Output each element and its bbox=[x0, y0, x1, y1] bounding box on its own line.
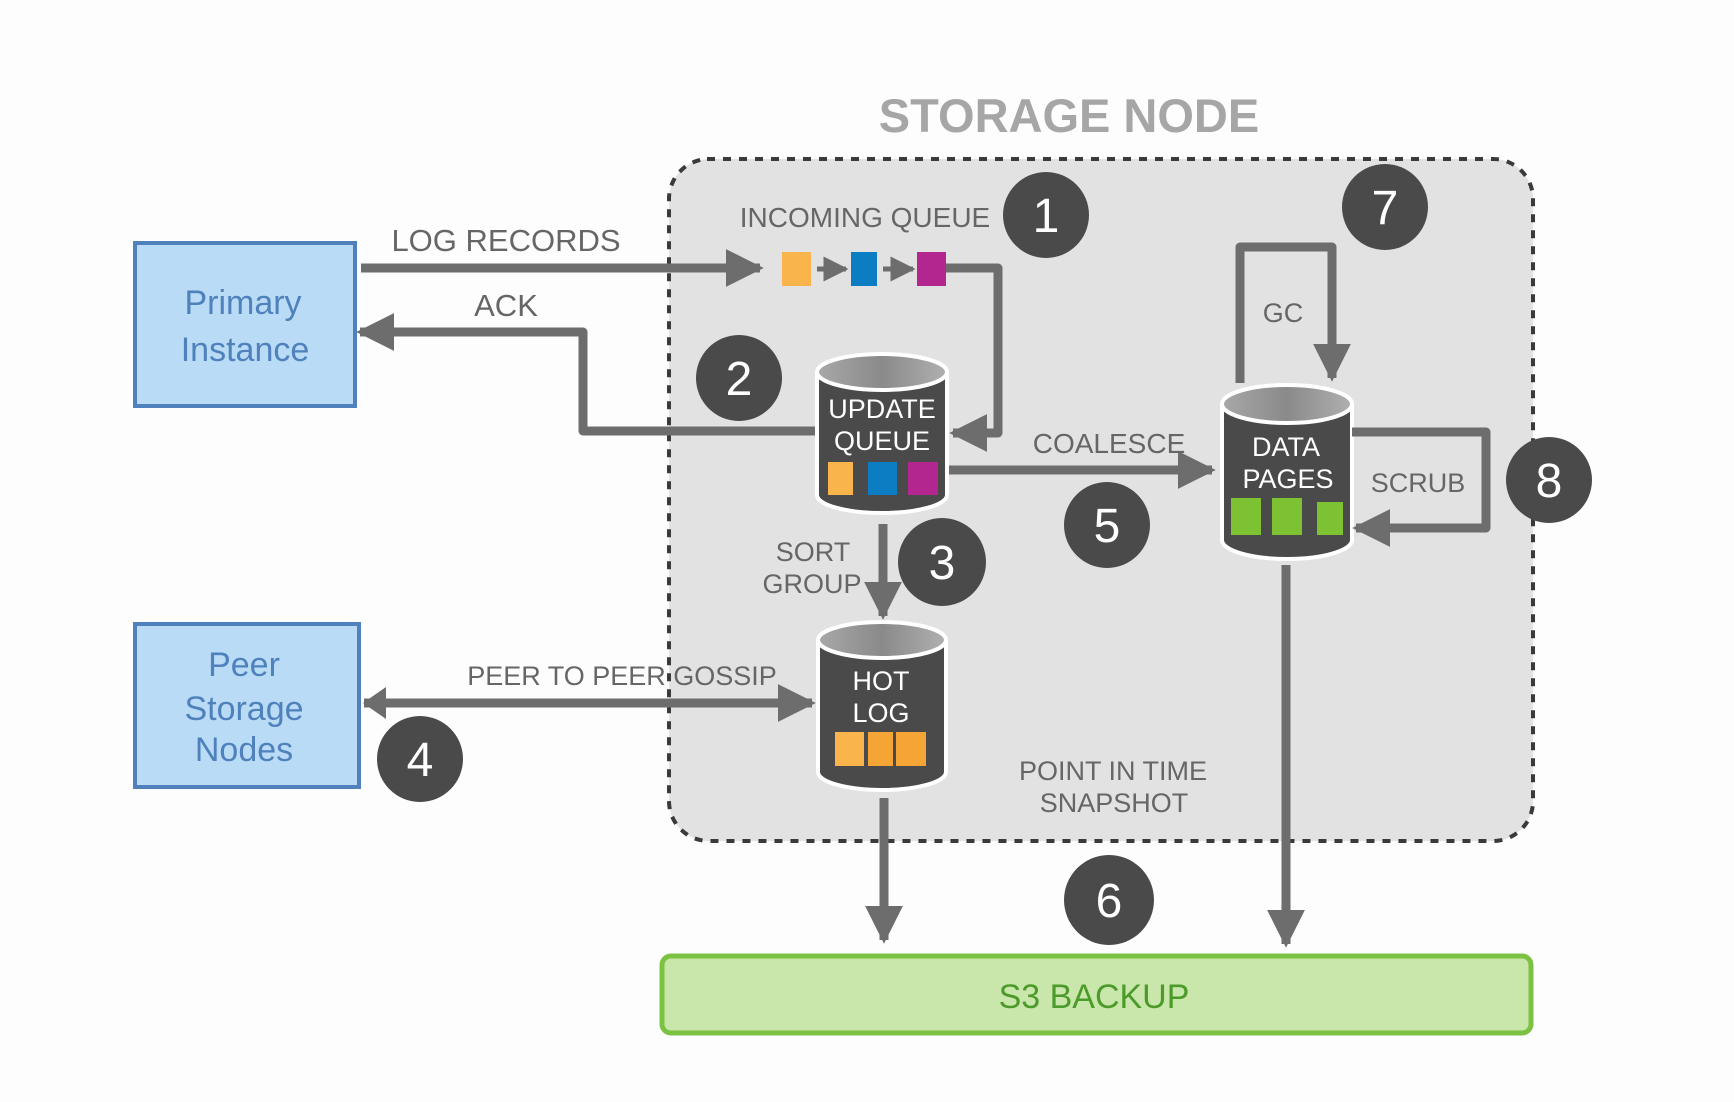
svg-text:2: 2 bbox=[726, 353, 753, 406]
snapshot-label-line1: POINT IN TIME bbox=[1019, 756, 1207, 786]
step-badge-1: 1 bbox=[1003, 172, 1089, 258]
scrub-loop-arrow bbox=[1352, 427, 1491, 547]
primary-instance-node[interactable]: Primary Instance bbox=[133, 241, 357, 408]
hot-log-label-line1: HOT bbox=[853, 666, 910, 696]
storage-node-title: STORAGE NODE bbox=[879, 89, 1259, 142]
step-badge-7: 7 bbox=[1342, 164, 1428, 250]
enqueue-arrow bbox=[946, 263, 1003, 452]
incoming-record-magenta bbox=[917, 252, 946, 286]
step-badge-5: 5 bbox=[1064, 482, 1150, 568]
group-label: GROUP bbox=[762, 569, 861, 599]
sort-label: SORT bbox=[776, 537, 851, 567]
svg-text:8: 8 bbox=[1536, 455, 1563, 508]
incoming-queue-label: INCOMING QUEUE bbox=[740, 202, 990, 233]
data-pages-label-line2: PAGES bbox=[1242, 464, 1333, 494]
svg-text:1: 1 bbox=[1033, 190, 1060, 243]
update-queue-label-line2: QUEUE bbox=[834, 426, 930, 456]
snapshot-label-line2: SNAPSHOT bbox=[1040, 788, 1189, 818]
svg-text:7: 7 bbox=[1372, 182, 1399, 235]
s3-backup-label: S3 BACKUP bbox=[999, 978, 1190, 1016]
hot-log-record bbox=[835, 732, 864, 766]
step-badge-6: 6 bbox=[1064, 855, 1154, 945]
peer-gossip-label: PEER TO PEER GOSSIP bbox=[467, 661, 777, 691]
gc-label: GC bbox=[1263, 298, 1304, 328]
gc-loop-arrow bbox=[1235, 242, 1351, 383]
update-record-blue bbox=[868, 462, 897, 495]
update-record-orange bbox=[828, 462, 853, 495]
coalesce-label: COALESCE bbox=[1033, 428, 1186, 459]
hot-log-store[interactable]: HOT LOG bbox=[816, 620, 948, 792]
step-badge-4: 4 bbox=[377, 716, 463, 802]
gossip-arrowhead-left bbox=[363, 687, 386, 719]
peer-nodes-label-line2: Storage bbox=[184, 690, 303, 728]
peer-storage-nodes-node[interactable]: Peer Storage Nodes bbox=[133, 622, 361, 789]
log-records-label: LOG RECORDS bbox=[391, 223, 620, 258]
hot-log-record bbox=[896, 732, 926, 766]
data-pages-label-line1: DATA bbox=[1252, 432, 1320, 462]
data-page-block bbox=[1317, 502, 1343, 535]
step-badge-8: 8 bbox=[1506, 437, 1592, 523]
svg-text:5: 5 bbox=[1094, 500, 1121, 553]
primary-instance-label-line1: Primary bbox=[184, 284, 301, 322]
hot-log-label-line2: LOG bbox=[852, 698, 909, 728]
hot-log-record bbox=[868, 732, 893, 766]
ack-arrow bbox=[356, 313, 817, 436]
update-record-magenta bbox=[908, 462, 938, 495]
step-badge-3: 3 bbox=[898, 518, 986, 606]
s3-backup-store[interactable]: S3 BACKUP bbox=[659, 953, 1534, 1036]
update-queue-label-line1: UPDATE bbox=[828, 394, 936, 424]
ack-label: ACK bbox=[474, 288, 538, 323]
peer-nodes-label-line3: Nodes bbox=[195, 731, 293, 769]
incoming-record-orange bbox=[782, 252, 811, 286]
step-badge-2: 2 bbox=[696, 335, 782, 421]
update-queue-store[interactable]: UPDATE QUEUE bbox=[815, 352, 949, 515]
primary-instance-label-line2: Instance bbox=[181, 331, 310, 369]
scrub-label: SCRUB bbox=[1371, 468, 1466, 498]
peer-nodes-label-line1: Peer bbox=[208, 646, 280, 684]
data-page-block bbox=[1272, 498, 1302, 535]
svg-text:6: 6 bbox=[1096, 875, 1123, 928]
data-pages-store[interactable]: DATA PAGES bbox=[1220, 383, 1354, 561]
svg-text:4: 4 bbox=[407, 734, 434, 787]
incoming-record-blue bbox=[851, 252, 877, 286]
data-page-block bbox=[1231, 498, 1261, 535]
svg-text:3: 3 bbox=[929, 537, 956, 590]
